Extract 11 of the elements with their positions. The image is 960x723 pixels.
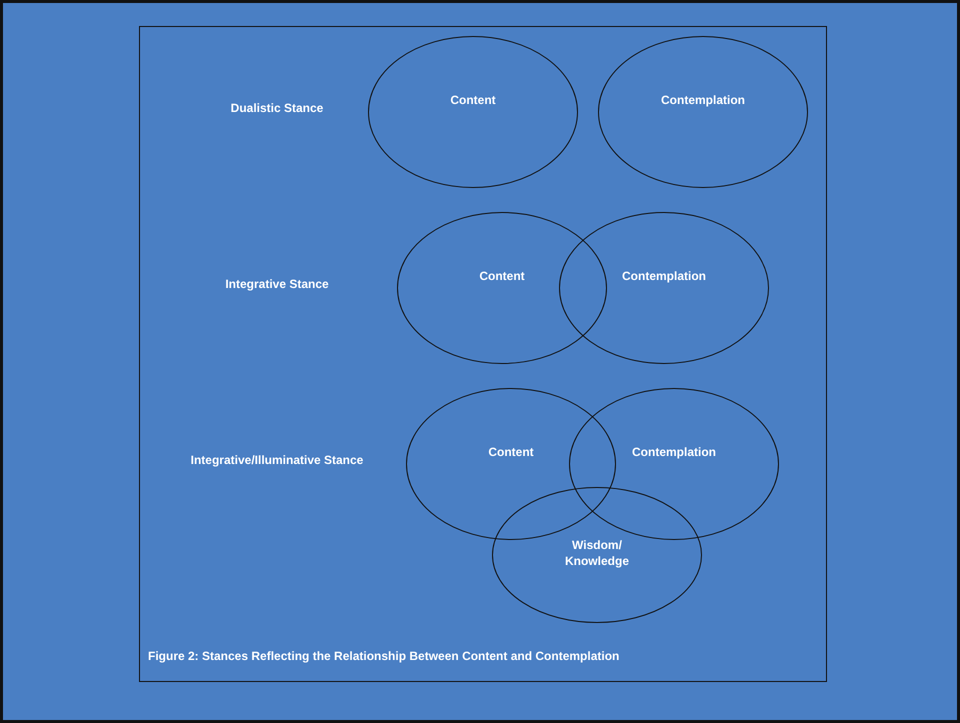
ellipse-label: Contemplation <box>631 444 717 460</box>
ellipse-label: Contemplation <box>621 268 707 284</box>
ellipse-label: Wisdom/ Knowledge <box>564 537 630 569</box>
ellipse-label: Content <box>487 444 535 460</box>
stance-label: Integrative/Illuminative Stance <box>190 453 364 467</box>
ellipse-label: Content <box>478 268 526 284</box>
figure-caption: Figure 2: Stances Reflecting the Relationship Between Content and Contemplation <box>148 649 620 663</box>
ellipse-label: Content <box>449 92 497 108</box>
stance-label: Integrative Stance <box>225 277 329 291</box>
stance-label: Dualistic Stance <box>230 101 324 115</box>
ellipse-label: Contemplation <box>660 92 746 108</box>
